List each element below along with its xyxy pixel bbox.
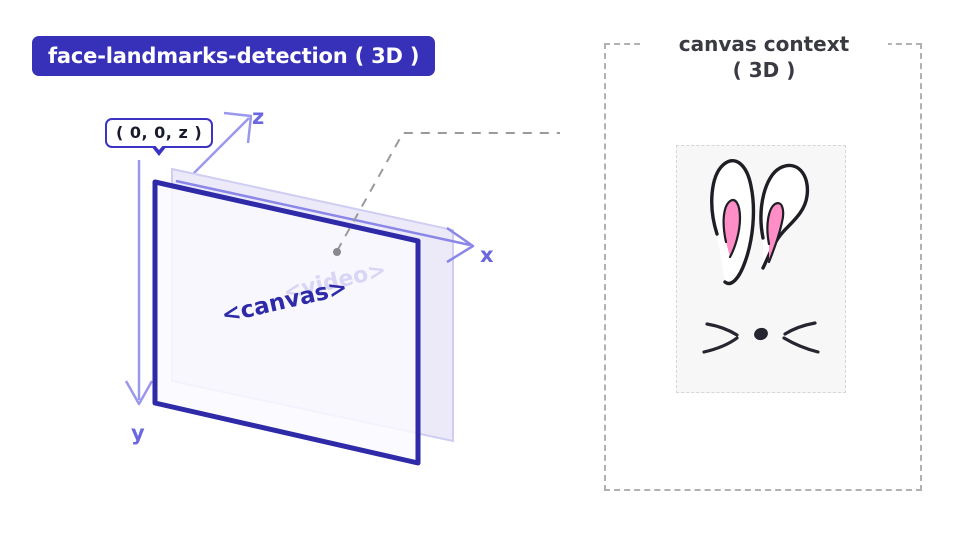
whisker-right-lower-icon (782, 336, 820, 354)
tooltip-pointer-fill-icon (153, 143, 165, 150)
canvas-context-title-line2: ( 3D ) (732, 57, 796, 82)
x-axis-label: x (480, 243, 494, 267)
x-axis-arrow (175, 179, 475, 264)
canvas-context-title: canvas context ( 3D ) (640, 30, 888, 86)
page-title: face-landmarks-detection ( 3D ) (32, 36, 436, 76)
origin-coordinate-tooltip: ( 0, 0, z ) (105, 118, 214, 156)
sample-point-connector (333, 132, 560, 256)
canvas-context-title-line1: canvas context (678, 32, 850, 56)
whisker-right-upper-icon (783, 321, 817, 336)
nose-icon (754, 327, 768, 341)
whisker-left-lower-icon (702, 336, 739, 354)
canvas-plane (152, 179, 421, 466)
left-ear-icon (710, 159, 756, 286)
y-axis-label: y (131, 421, 145, 445)
bunny-face-drawing (702, 159, 820, 354)
right-ear-icon (759, 163, 810, 270)
whisker-left-upper-icon (705, 322, 739, 337)
face-render-box (676, 145, 846, 393)
origin-coordinate-text: ( 0, 0, z ) (116, 123, 203, 142)
3d-scene-illustration (124, 111, 560, 466)
y-axis-arrow (124, 160, 154, 406)
z-axis-label: z (252, 105, 265, 129)
tooltip-pointer-icon (151, 146, 167, 156)
